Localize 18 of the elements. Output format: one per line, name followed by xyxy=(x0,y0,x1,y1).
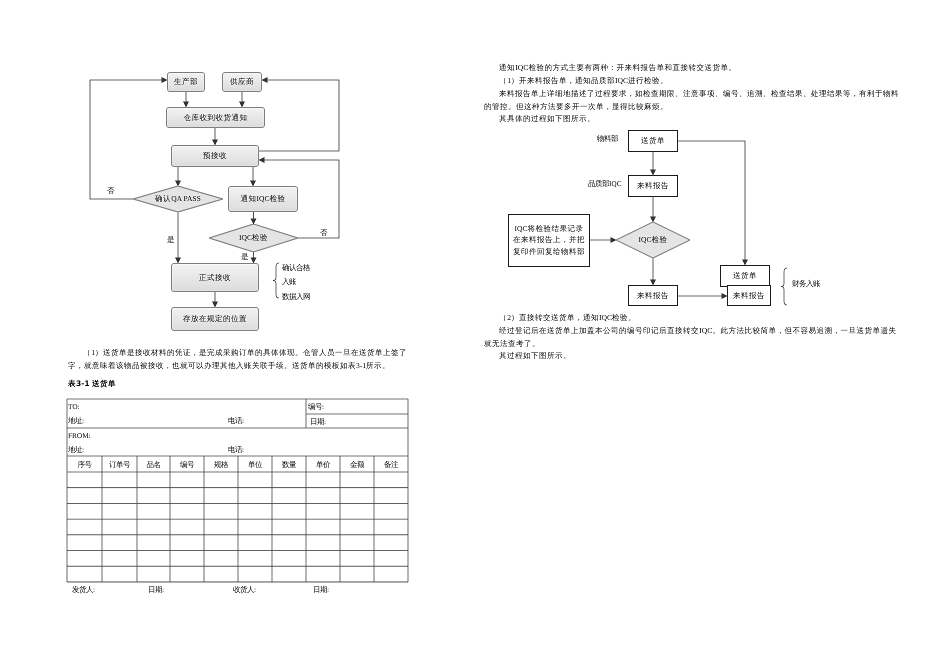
arrow xyxy=(590,237,616,243)
arrow xyxy=(650,196,656,222)
arrow xyxy=(678,140,748,266)
arrow xyxy=(239,92,245,108)
arrow xyxy=(250,252,256,264)
arrow xyxy=(90,77,168,200)
arrow xyxy=(650,152,656,176)
arrow xyxy=(212,292,218,308)
arrow xyxy=(258,157,340,238)
arrow xyxy=(250,212,256,224)
arrow xyxy=(678,293,728,299)
arrow xyxy=(650,258,656,286)
arrow xyxy=(212,128,218,146)
arrow xyxy=(175,166,181,186)
arrow xyxy=(175,212,181,264)
arrow xyxy=(258,77,340,152)
arrow xyxy=(183,92,189,108)
arrow xyxy=(250,166,256,186)
